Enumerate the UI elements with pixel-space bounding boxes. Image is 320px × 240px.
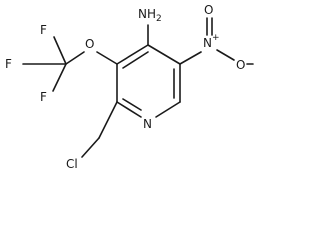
nitro-n-charge: + xyxy=(212,33,220,43)
bond-c3-ether-o xyxy=(96,51,118,65)
bond-c3-c4-outer xyxy=(116,44,149,65)
nitro-o-lower-label: O xyxy=(236,58,245,72)
bond-n1-c2-outer xyxy=(116,101,142,118)
bond-c3-c4-inner xyxy=(122,51,149,69)
chemical-structure-diagram: NH2 N + O O O F F F N Cl xyxy=(5,3,254,171)
fluorine-top-label: F xyxy=(40,23,47,37)
bond-nitro-o-lower xyxy=(216,49,235,61)
amino-subscript: 2 xyxy=(156,14,162,24)
bond-cf3-f-top xyxy=(53,36,67,65)
bond-n1-c2-inner xyxy=(122,98,142,111)
fluorine-left-label: F xyxy=(5,57,12,71)
bond-c4-c5 xyxy=(147,44,181,65)
bond-c2-ch2 xyxy=(98,101,118,139)
bond-ether-o-cf3 xyxy=(65,51,85,65)
amino-label: NH2 xyxy=(138,7,162,24)
bond-ch2-cl xyxy=(81,137,100,158)
bond-c6-n1 xyxy=(155,101,181,118)
nitro-o-upper-label: O xyxy=(204,3,213,17)
pyridine-ring xyxy=(116,44,181,118)
fluorine-bottom-label: F xyxy=(40,90,47,104)
amino-nh: NH xyxy=(138,7,156,21)
bond-c5-nitro xyxy=(179,51,202,65)
chlorine-label: Cl xyxy=(66,157,78,171)
nitro-n-label: N xyxy=(203,36,212,50)
bond-cf3-f-bottom xyxy=(52,63,67,92)
ring-n-label: N xyxy=(143,117,152,131)
ether-o-label: O xyxy=(85,37,94,51)
